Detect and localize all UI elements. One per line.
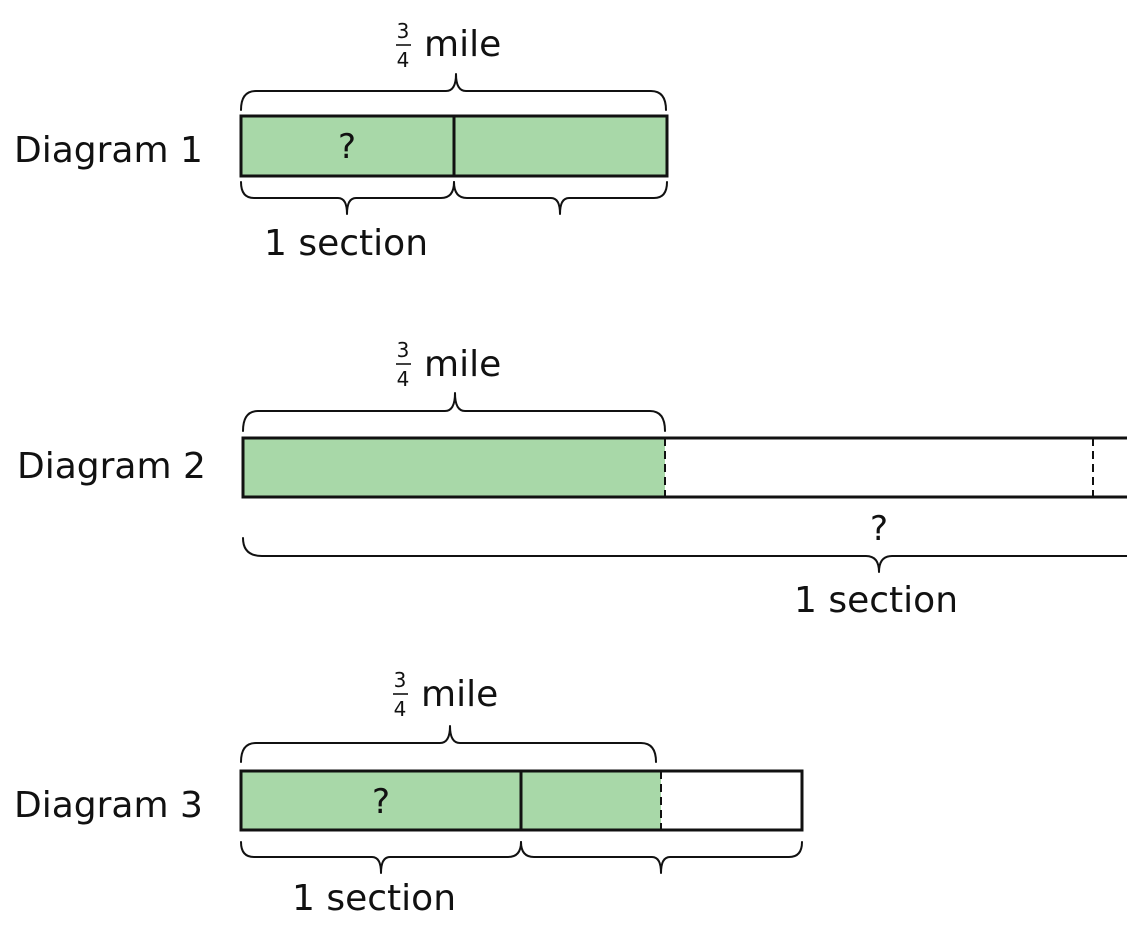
- diagram-2-mile-text: mile: [424, 344, 501, 385]
- diagram-2: Diagram 2 3 4 mile ? 1 section: [17, 338, 1127, 621]
- diagram-2-fraction-numerator: 3: [397, 338, 410, 362]
- diagram-2-empty-section: [665, 438, 1127, 497]
- diagram-2-bottom-brace: [242, 537, 1127, 573]
- diagram-3-question-mark: ?: [372, 782, 390, 822]
- diagram-3-fraction-denominator: 4: [394, 697, 407, 721]
- diagram-1-bottom-brace-2: [453, 181, 668, 215]
- diagram-3-section-label: 1 section: [292, 878, 456, 919]
- diagram-1-filled-section-2: [454, 116, 667, 176]
- diagram-2-top-brace: [242, 392, 666, 432]
- diagram-1-label: Diagram 1: [14, 130, 203, 171]
- diagram-3-fraction-numerator: 3: [394, 668, 407, 692]
- diagram-3-bottom-brace-2: [520, 841, 803, 874]
- diagram-2-bar-outline: [241, 436, 1127, 499]
- diagram-1-top-label: 3 4 mile: [396, 19, 501, 72]
- diagram-2-section-label: 1 section: [794, 580, 958, 621]
- diagram-1-fraction-denominator: 4: [397, 48, 410, 72]
- diagram-3-empty-section: [661, 771, 802, 830]
- diagram-2-label: Diagram 2: [17, 446, 206, 487]
- diagram-2-question-mark: ?: [870, 509, 888, 549]
- diagram-3-bottom-brace-1: [240, 841, 522, 874]
- diagram-1-bottom-brace-1: [240, 181, 455, 215]
- diagram-3-label: Diagram 3: [14, 785, 203, 826]
- diagram-1-top-brace: [240, 73, 667, 111]
- diagram-3-top-brace: [240, 725, 657, 763]
- diagram-2-top-label: 3 4 mile: [396, 338, 501, 391]
- diagram-1: Diagram 1 3 4 mile ? 1 section: [14, 19, 669, 264]
- diagram-3-filled-section-2: [521, 771, 661, 830]
- diagram-1-question-mark: ?: [338, 127, 356, 167]
- diagram-3-bar-outline: [239, 769, 804, 832]
- diagram-1-section-label: 1 section: [264, 223, 428, 264]
- diagram-1-mile-text: mile: [424, 24, 501, 65]
- diagram-1-filled-section-1: [241, 116, 454, 176]
- diagram-2-fraction-denominator: 4: [397, 367, 410, 391]
- diagram-3-mile-text: mile: [421, 674, 498, 715]
- diagram-1-bar-outline: [239, 114, 669, 178]
- diagram-3-filled-section-1: [241, 771, 521, 830]
- diagram-3: Diagram 3 3 4 mile ? 1 section: [14, 668, 804, 919]
- diagram-1-fraction-numerator: 3: [397, 19, 410, 43]
- diagram-2-filled-section: [243, 438, 665, 497]
- diagram-3-top-label: 3 4 mile: [393, 668, 498, 721]
